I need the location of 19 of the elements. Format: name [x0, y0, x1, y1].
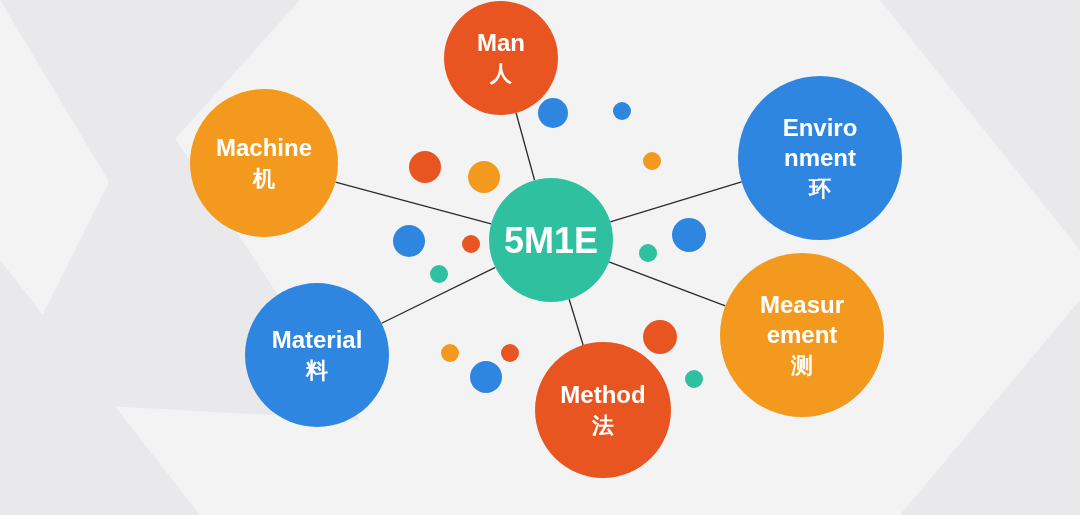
- connector-line: [608, 261, 726, 307]
- connector-line: [609, 181, 743, 223]
- chinese-label: 料: [306, 357, 328, 385]
- connector-line: [380, 266, 496, 324]
- english-label: Measur ement: [758, 290, 845, 351]
- english-label: Machine: [216, 133, 312, 164]
- chinese-label: 环: [809, 175, 831, 203]
- connector-line: [515, 112, 536, 181]
- chinese-label: 人: [490, 60, 512, 88]
- english-label: Material: [271, 325, 363, 356]
- english-label: Enviro nment: [781, 113, 859, 174]
- connector-line: [334, 181, 492, 225]
- connector-line: [568, 298, 584, 346]
- english-label: Method: [560, 380, 646, 411]
- chinese-label: 机: [253, 165, 275, 193]
- chinese-label: 测: [791, 352, 813, 380]
- english-label: Man: [477, 28, 525, 59]
- chinese-label: 法: [592, 412, 614, 440]
- node-title: 5M1E: [503, 218, 598, 263]
